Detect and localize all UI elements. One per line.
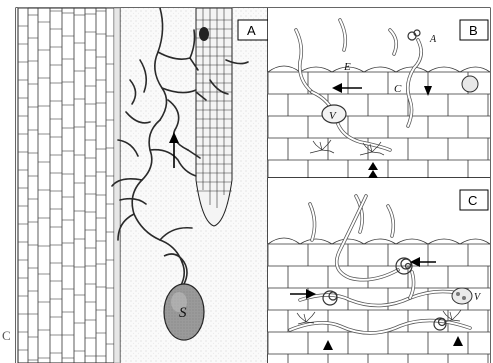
spore-label: S [179,305,187,321]
vesicle: V [322,105,346,123]
cortex-label: C [394,83,402,95]
spore: S [164,284,204,340]
svg-text:B: B [469,23,478,38]
epidermis-label: E [343,61,351,73]
panel-a-label: A [238,20,268,40]
svg-text:C: C [468,193,477,208]
svg-text:A: A [247,23,256,38]
appressorium-label: A [429,34,437,45]
panel-b-label: B [460,20,488,40]
root-tip [196,8,232,226]
panel-a: S A [16,8,270,363]
panel-c: V C [268,178,490,363]
panel-c-label: C [460,190,488,210]
main-root [18,8,120,363]
panel-b: V E C A B [268,8,490,178]
edge-fragment-text: C [2,328,11,343]
